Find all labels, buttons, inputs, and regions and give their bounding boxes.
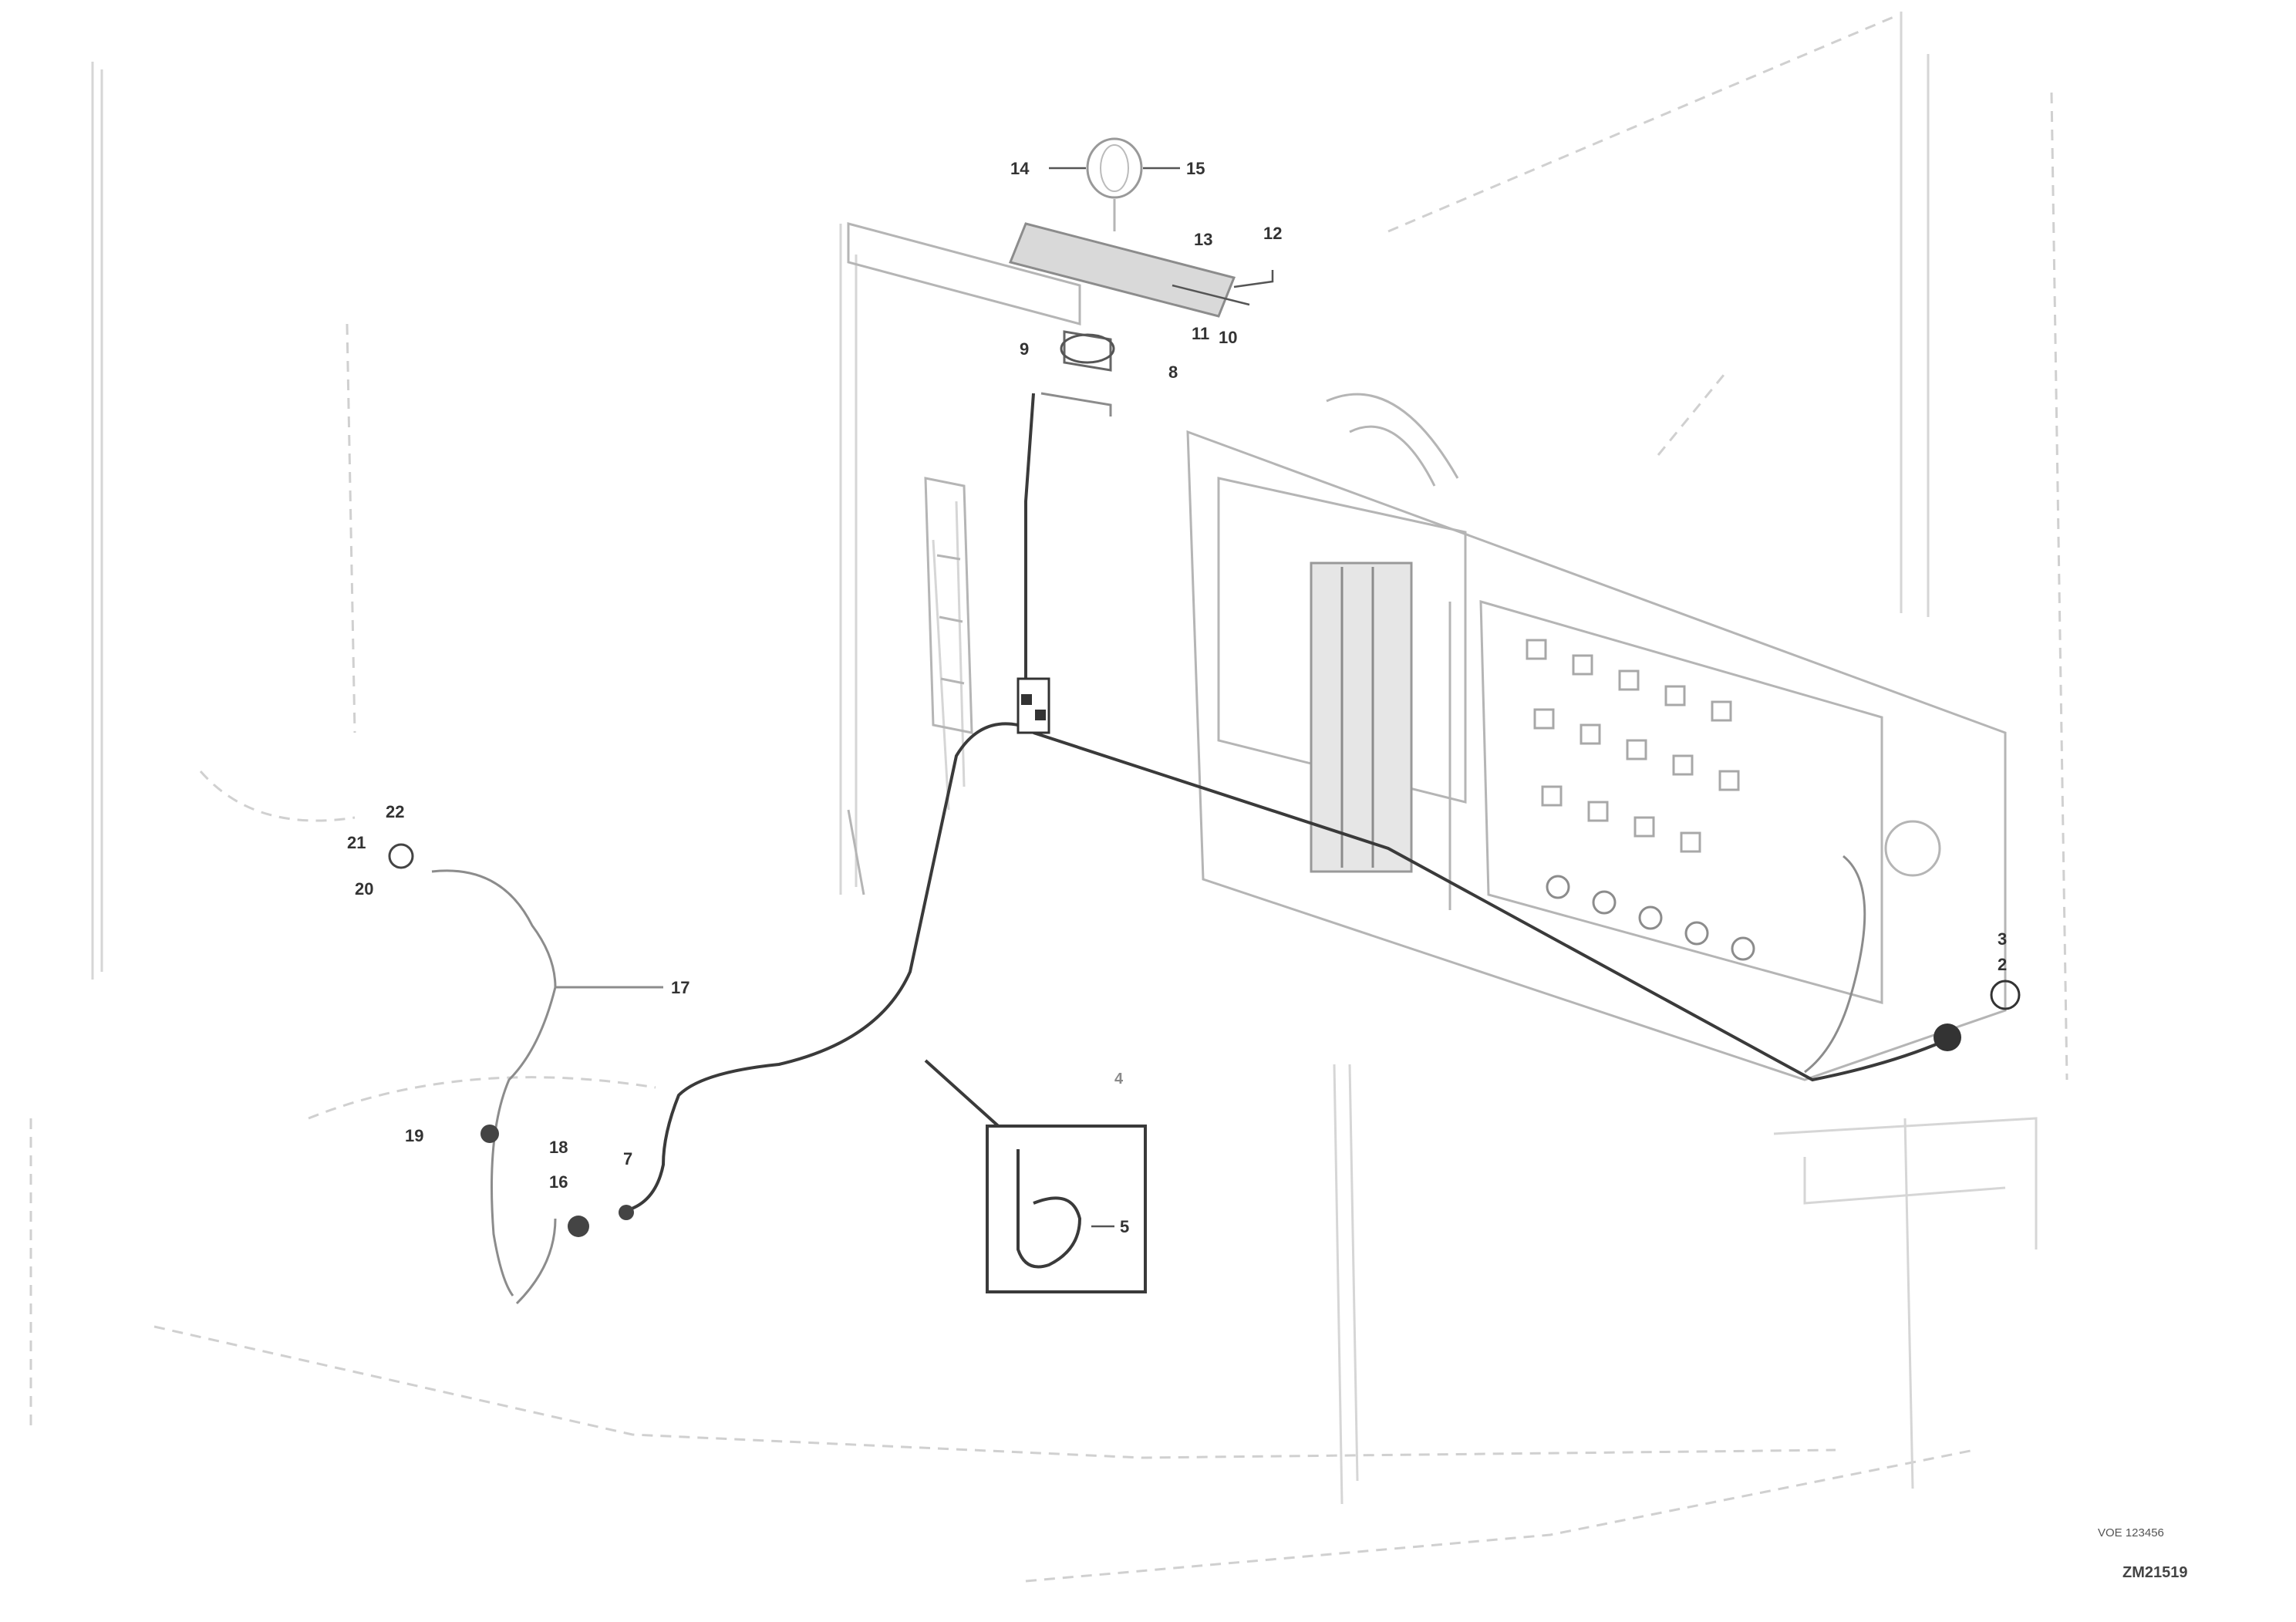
callout-harness-top: 22	[386, 802, 404, 821]
side-panel	[847, 222, 1081, 895]
switch-housing	[1063, 330, 1112, 372]
inset-frame	[986, 1125, 1147, 1293]
harness-connector	[1017, 677, 1050, 734]
callout-inset-item: 5	[1120, 1217, 1129, 1236]
callout-top-left: 14	[1010, 159, 1030, 178]
switch-grid	[1526, 639, 1755, 961]
callout-mount-a: 9	[1020, 339, 1029, 359]
callout-upper-d: 10	[1219, 328, 1237, 347]
callout-right-b: 2	[1998, 955, 2007, 974]
callout-harness-left-a: 21	[347, 833, 366, 852]
control-panel	[1186, 393, 2007, 1081]
connector-socket	[1990, 980, 2021, 1010]
machine-body-outline	[29, 12, 2068, 1583]
upper-component-stack	[1008, 137, 1274, 416]
inset-detail	[924, 1059, 1147, 1293]
callout-mount-b: 8	[1168, 363, 1178, 382]
document-id: ZM21519	[2122, 1564, 2188, 1581]
callout-lower-b: 18	[549, 1138, 568, 1157]
callout-top-right: 15	[1186, 159, 1205, 178]
callout-lower-c: 16	[549, 1172, 568, 1192]
callout-lower-d: 7	[623, 1149, 632, 1168]
callout-right-a: 3	[1998, 929, 2007, 949]
knob-part	[1086, 137, 1143, 199]
display-screen	[1310, 561, 1413, 873]
branch-harness	[388, 843, 663, 1305]
callout-branch: 17	[671, 978, 689, 997]
callout-lower-a: 19	[405, 1126, 423, 1145]
callout-upper-c: 11	[1192, 324, 1209, 343]
callout-upper-a: 13	[1194, 230, 1212, 249]
cable-loop	[1017, 1149, 1082, 1269]
doc-id-block: VOE 123456 ZM21519	[2098, 1526, 2188, 1581]
terminal-ring	[388, 843, 414, 869]
reference-code: VOE 123456	[2098, 1526, 2164, 1539]
callout-upper-b: 12	[1263, 224, 1282, 243]
cover-plate	[1008, 222, 1236, 318]
callout-mid: 4	[1114, 1071, 1124, 1088]
callout-labels: 14 15 13 12 11 10 9 8 22 21 20 17 19 18 …	[347, 159, 2007, 1236]
connector-plug	[1934, 1023, 1961, 1051]
wiring-harness	[624, 393, 2021, 1212]
callout-harness-left-b: 20	[355, 879, 373, 899]
